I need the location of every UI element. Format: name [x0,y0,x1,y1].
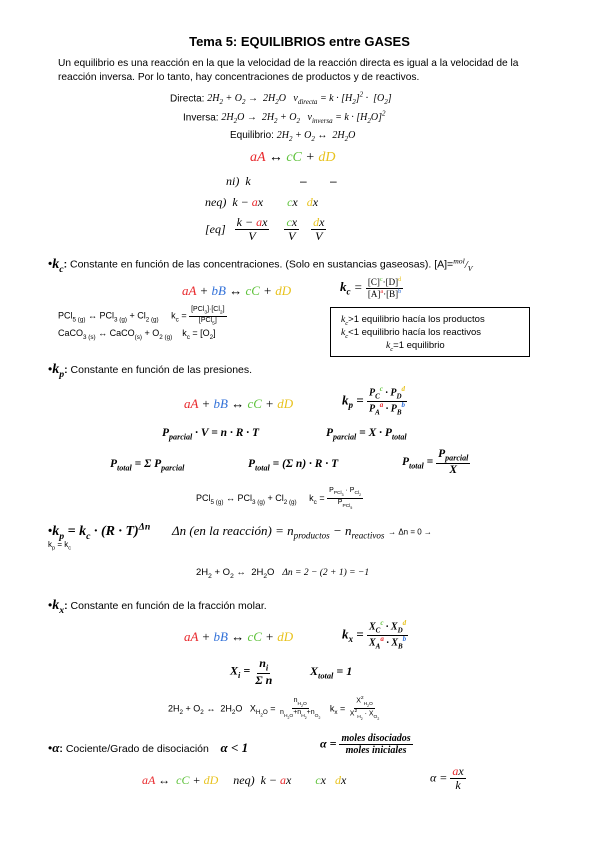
ptotal-sum: Ptotal = Σ Pparcial [110,458,185,473]
row-ni: ni) k [226,174,251,188]
kc-example-1: PCl5 (g) ↔ PCl3 (g) + Cl2 (g) kc = [PCl3… [58,306,227,327]
kp-formula: kp = PCc · PDd PAa · PBb [342,385,408,417]
kc-info-box [330,307,530,357]
equilibrio-label: Equilibrio: [230,130,274,141]
xtotal-formula: Xtotal = 1 [310,664,353,681]
directa-label: Directa: [170,93,205,105]
kp-equals-kc: kp = kc [48,540,72,552]
alpha-formula: α = moles disociados moles iniciales [320,733,413,756]
kc-heading: •kc: Constante en función de las concent… [48,256,473,275]
kp-reaction: aA + bB ↔ cC + dD [184,396,294,411]
inversa-label: Inversa: [183,112,219,124]
generic-reaction: aA ↔ cC + dD [250,150,336,165]
equilibrio-line: Equilibrio: 2H2 + O2 ↔ 2H2O [230,130,356,143]
kx-formula: kx = XCc · XDd XAa · XBb [342,619,409,651]
kx-heading: •kx: Constante en función de la fracción… [48,598,267,616]
ptotal-nrt: Ptotal = (Σ n) · R · T [248,458,339,473]
kp-heading: •kp: Constante en función de las presion… [48,362,253,380]
delta-n-example: 2H2 + O2 ↔ 2H2O Δn = 2 − (2 + 1) = −1 [196,567,370,580]
p-xptotal: Pparcial = X · Ptotal [326,427,407,442]
kc-example-2: CaCO3 (s) ↔ CaCO(s) + O2 (g) kc = [O2] [58,328,216,341]
directa-line: Directa: 2H2 + O2 → 2H2O vdirecta = k · … [170,91,392,107]
kx-reaction: aA + bB ↔ cC + dD [184,629,294,644]
kc-formula: kc = [C]c·[D]d [A]a·[B]b [340,276,404,299]
alpha-heading: •α: Cociente/Grado de disociación α < 1 [48,740,249,755]
kc-box-line3: kc=1 equilibrio [386,340,445,353]
intro-paragraph: Un equilibrio es una reacción en la que … [58,58,519,83]
kc-reaction: aA + bB ↔ cC + dD [182,283,292,298]
page-title: Tema 5: EQUILIBRIOS entre GASES [189,34,410,49]
kc-box-line2: kc<1 equilibrio hacía los reactivos [341,327,481,340]
kp-example: PCl5 (g) ↔ PCl3 (g) + Cl2 (g) kc = PPCl3… [196,487,363,510]
kp-kc-relation: •kp = kc · (R · T)Δn Δn (en la reacción)… [48,521,432,542]
row-ni-dashes: – – [300,174,337,188]
alpha-reaction: aA ↔ cC + dD neq) k − ax cx dx [142,773,347,787]
inversa-line: Inversa: 2H2O → 2H2 + O2 vinversa = k · … [183,110,386,126]
kc-box-line1: kc>1 equilibrio hacía los productos [341,314,485,327]
row-neq: neq) k − ax cx dx [205,195,319,209]
pv-nrt: Pparcial · V = n · R · T [162,427,260,442]
